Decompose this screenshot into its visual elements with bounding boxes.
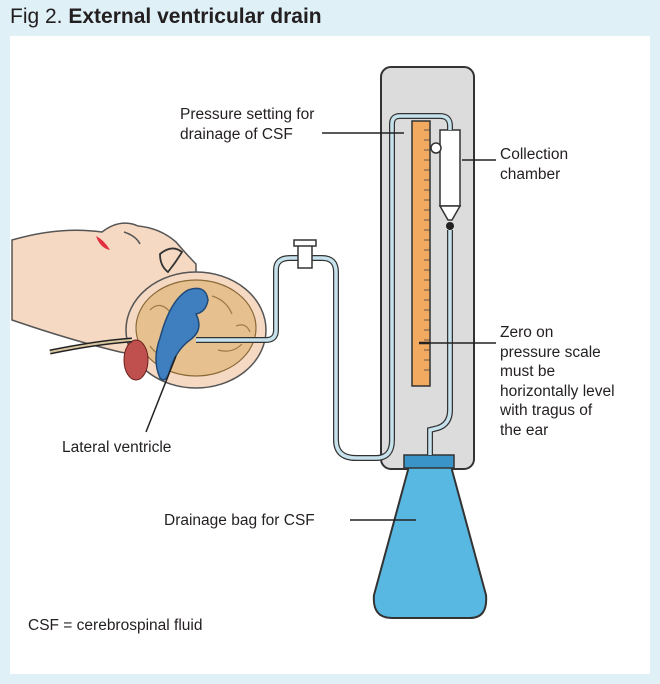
lateral-ventricle bbox=[155, 287, 209, 381]
nostril bbox=[123, 231, 141, 245]
stopcock bbox=[297, 243, 313, 269]
brainstem bbox=[123, 339, 149, 381]
label-lateral-ventricle: Lateral ventricle bbox=[62, 439, 172, 456]
pressure-marker bbox=[430, 142, 442, 154]
label-collection-chamber: Collection chamber bbox=[500, 146, 569, 183]
pressure-scale bbox=[411, 120, 431, 387]
brain-folds bbox=[149, 295, 251, 358]
lips bbox=[96, 236, 110, 250]
pressure-scale-ticks bbox=[424, 129, 430, 371]
label-zero-scale: Zero on pressure scale must be horizonta… bbox=[500, 324, 615, 439]
drainage-bag bbox=[372, 461, 488, 619]
label-drainage-bag: Drainage bag for CSF bbox=[164, 512, 315, 529]
figure-name: External ventricular drain bbox=[68, 5, 322, 28]
leader-lateral-ventricle bbox=[145, 355, 177, 433]
label-pressure-setting: Pressure setting for drainage of CSF bbox=[180, 106, 315, 143]
drainage-bag-neck bbox=[403, 454, 455, 469]
collection-chamber-valve bbox=[446, 222, 454, 230]
collection-chamber-tip bbox=[438, 205, 462, 221]
stopcock-handle bbox=[293, 239, 317, 247]
figure-panel bbox=[10, 36, 650, 674]
airway-tube-inner bbox=[49, 339, 133, 353]
footnote: CSF = cerebrospinal fluid bbox=[28, 617, 203, 634]
ear bbox=[159, 247, 184, 274]
figure-number: Fig 2. bbox=[10, 5, 63, 28]
figure-title: Fig 2. External ventricular drain bbox=[10, 4, 322, 30]
collection-chamber bbox=[439, 129, 461, 207]
